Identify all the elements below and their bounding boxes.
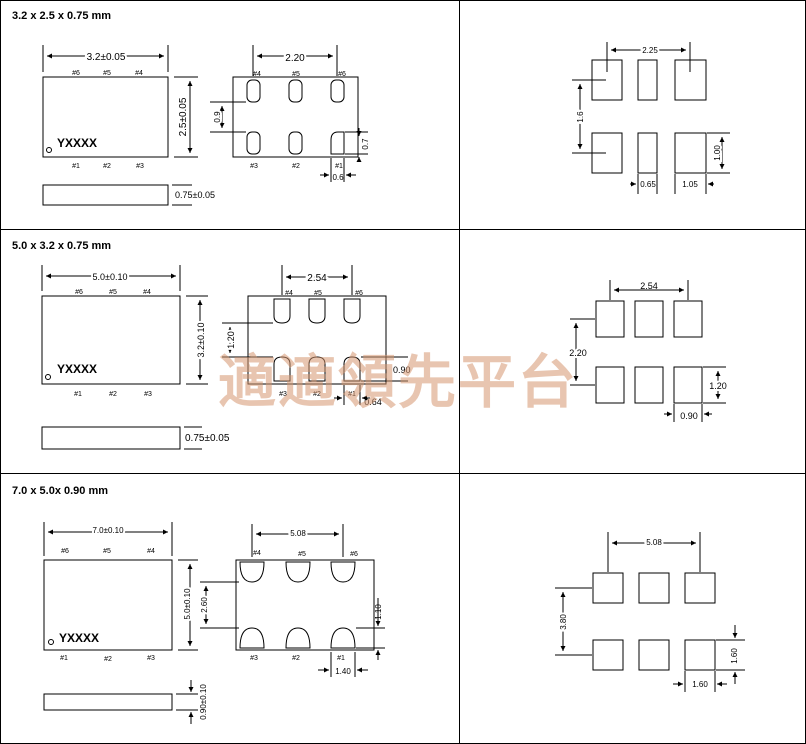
bottom-pin-bottom-1-1: #1 [335, 163, 343, 170]
thickness-label-1: 0.75±0.05 [175, 190, 215, 200]
thickness-label-3: 0.90±0.10 [199, 684, 208, 720]
table-row-divider-2 [0, 473, 806, 474]
package-side-view-1 [42, 184, 192, 206]
pin-bottom-1-3: #1 [60, 655, 68, 662]
body-width-label-3: 5.0±0.10 [183, 588, 192, 620]
bottom-pin-top-6-1: #6 [338, 71, 346, 78]
bottom-pitch-label-2: 2.54 [307, 273, 327, 284]
body-width-label-1: 2.5±0.05 [178, 97, 189, 136]
pin-bottom-3-1: #3 [136, 163, 144, 170]
marking-label-1: YXXXX [57, 136, 97, 150]
pin-bottom-1-1: #1 [72, 163, 80, 170]
land-pad-width-label-1: 1.05 [682, 180, 698, 189]
bottom-pad-width-label-1: 0.6 [332, 173, 344, 182]
bottom-pin-top-5-2: #5 [314, 290, 322, 297]
bottom-pin-bottom-3-3: #3 [250, 655, 258, 662]
land-row-span-label-1: 1.6 [576, 111, 585, 123]
package-side-view-2 [41, 426, 202, 450]
land-pad-width-label-3: 1.60 [692, 680, 708, 689]
pin-top-6-2: #6 [75, 289, 83, 296]
pin-top-6-1: #6 [72, 70, 80, 77]
bottom-pin-bottom-2-1: #2 [292, 163, 300, 170]
table-border-left [0, 0, 1, 744]
package-side-view-3 [43, 680, 198, 724]
package-top-view-3 [43, 522, 198, 651]
section-title-3: 7.0 x 5.0x 0.90 mm [12, 485, 109, 497]
thickness-label-2: 0.75±0.05 [185, 433, 230, 444]
bottom-pad-width-label-2: 0.64 [364, 397, 382, 407]
pin-top-4-1: #4 [135, 70, 143, 77]
land-pad-height-label-3: 1.60 [730, 648, 739, 664]
land-pattern-2 [570, 280, 726, 422]
bottom-pin-bottom-1-2: #1 [348, 391, 356, 398]
bottom-pin-bottom-2-2: #2 [313, 391, 321, 398]
land-row-span-label-2: 2.20 [569, 348, 587, 358]
marking-label-3: YXXXX [59, 631, 99, 645]
bottom-pin-top-6-3: #6 [350, 551, 358, 558]
bottom-pin-top-5-1: #5 [292, 71, 300, 78]
land-row-span-label-3: 3.80 [559, 614, 568, 630]
bottom-pin-bottom-3-1: #3 [250, 163, 258, 170]
table-border-top [0, 0, 806, 1]
bottom-pin-top-4-3: #4 [253, 550, 261, 557]
body-length-label-2: 5.0±0.10 [93, 272, 128, 282]
pin-bottom-2-1: #2 [103, 163, 111, 170]
bottom-pin-top-5-3: #5 [298, 551, 306, 558]
pin-bottom-3-3: #3 [147, 655, 155, 662]
land-pitch-label-3: 5.08 [646, 538, 662, 547]
pin-bottom-1-2: #1 [74, 391, 82, 398]
package-bottom-view-1 [210, 45, 368, 182]
bottom-pad-height-label-2: 0.90 [393, 365, 411, 375]
package-bottom-view-3 [200, 524, 385, 677]
pin-top-6-3: #6 [61, 548, 69, 555]
body-length-label-3: 7.0±0.10 [92, 526, 124, 535]
pin-top-4-3: #4 [147, 548, 155, 555]
land-pad-height-label-2: 1.20 [709, 381, 727, 391]
pin-bottom-3-2: #3 [144, 391, 152, 398]
land-pad-width-label-2: 0.90 [680, 411, 698, 421]
body-length-label-1: 3.2±0.05 [87, 52, 126, 63]
bottom-pin-top-4-2: #4 [285, 290, 293, 297]
section-title-2: 5.0 x 3.2 x 0.75 mm [12, 240, 112, 252]
pin-top-5-1: #5 [103, 70, 111, 77]
pin-bottom-2-3: #2 [104, 656, 112, 663]
land-pitch-label-2: 2.54 [640, 281, 658, 291]
section-title-1: 3.2 x 2.5 x 0.75 mm [12, 10, 112, 22]
pin-top-4-2: #4 [143, 289, 151, 296]
land-pattern-1 [572, 42, 730, 194]
bottom-pin-bottom-2-3: #2 [292, 655, 300, 662]
bottom-pad-width-label-3: 1.40 [335, 667, 351, 676]
table-column-divider [459, 0, 460, 744]
land-pad-height-label-1: 1.00 [713, 145, 722, 161]
table-row-divider-1 [0, 229, 806, 230]
land-pattern-3 [555, 532, 745, 692]
body-width-label-2: 3.2±0.10 [196, 323, 206, 358]
marking-label-2: YXXXX [57, 362, 97, 376]
bottom-pad-height-label-1: 0.7 [361, 138, 370, 150]
bottom-pin-top-6-2: #6 [355, 290, 363, 297]
package-top-view-2 [41, 265, 208, 385]
bottom-pad-gap-label-1: 0.9 [213, 111, 222, 123]
bottom-pitch-label-3: 5.08 [290, 529, 306, 538]
bottom-pin-top-4-1: #4 [253, 71, 261, 78]
package-top-view-1 [42, 45, 198, 158]
pin-bottom-2-2: #2 [109, 391, 117, 398]
bottom-pin-bottom-1-3: #1 [337, 655, 345, 662]
bottom-pad-gap-label-3: 2.60 [200, 597, 209, 613]
pin-top-5-3: #5 [103, 548, 111, 555]
land-pitch-label-1: 2.25 [642, 46, 658, 55]
land-pad-gap-label-1: 0.65 [640, 180, 656, 189]
bottom-pad-height-label-3: 1.10 [374, 604, 383, 620]
bottom-pin-bottom-3-2: #3 [279, 391, 287, 398]
bottom-pad-gap-label-2: 1.20 [226, 331, 236, 349]
bottom-pitch-label-1: 2.20 [285, 53, 305, 64]
pin-top-5-2: #5 [109, 289, 117, 296]
package-bottom-view-2 [222, 265, 408, 405]
